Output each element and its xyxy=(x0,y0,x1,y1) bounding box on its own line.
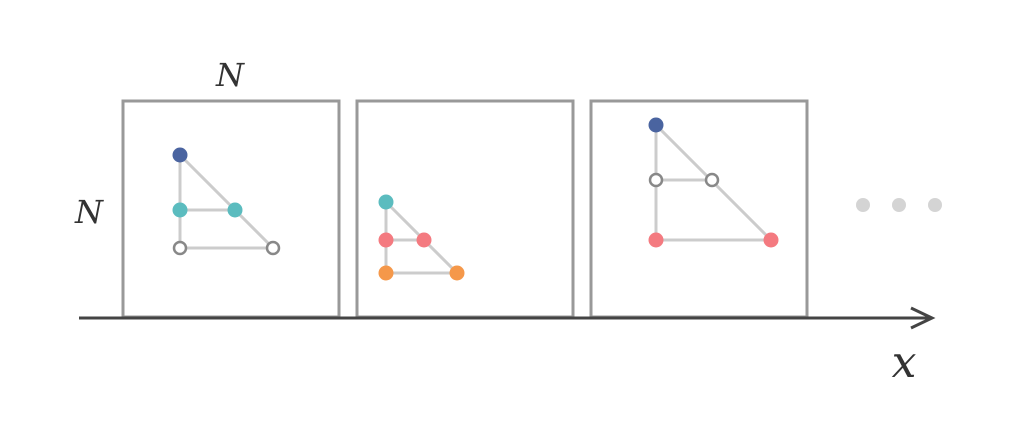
node-hollow-b xyxy=(704,172,720,188)
panel-2-frame xyxy=(355,99,575,319)
node-hollow-a xyxy=(648,172,664,188)
x-axis-arrowhead xyxy=(910,306,936,330)
node-orange-b xyxy=(449,265,465,281)
node-red-a xyxy=(648,232,664,248)
node-teal-a xyxy=(172,202,188,218)
left-label: N xyxy=(74,193,104,231)
panel-1-nodes xyxy=(172,147,281,256)
top-label: N xyxy=(215,56,245,94)
panel-2-nodes xyxy=(378,194,465,281)
node-teal xyxy=(378,194,394,210)
panel-3-nodes xyxy=(648,117,779,248)
ellipsis-dot xyxy=(928,198,942,212)
panel-1-edges xyxy=(178,153,275,250)
node-blue xyxy=(172,147,188,163)
node-hollow-b xyxy=(265,240,281,256)
ellipsis-dot xyxy=(892,198,906,212)
edge xyxy=(178,153,275,250)
node-red-b xyxy=(763,232,779,248)
node-teal-b xyxy=(227,202,243,218)
axis-label: x xyxy=(892,337,917,388)
node-red-b xyxy=(416,232,432,248)
ellipsis-dot xyxy=(856,198,870,212)
node-hollow-a xyxy=(172,240,188,256)
x-axis xyxy=(79,306,936,330)
ellipsis-dots xyxy=(856,198,942,212)
node-blue xyxy=(648,117,664,133)
panel-3-frame xyxy=(589,99,809,319)
node-orange-a xyxy=(378,265,394,281)
node-red-a xyxy=(378,232,394,248)
